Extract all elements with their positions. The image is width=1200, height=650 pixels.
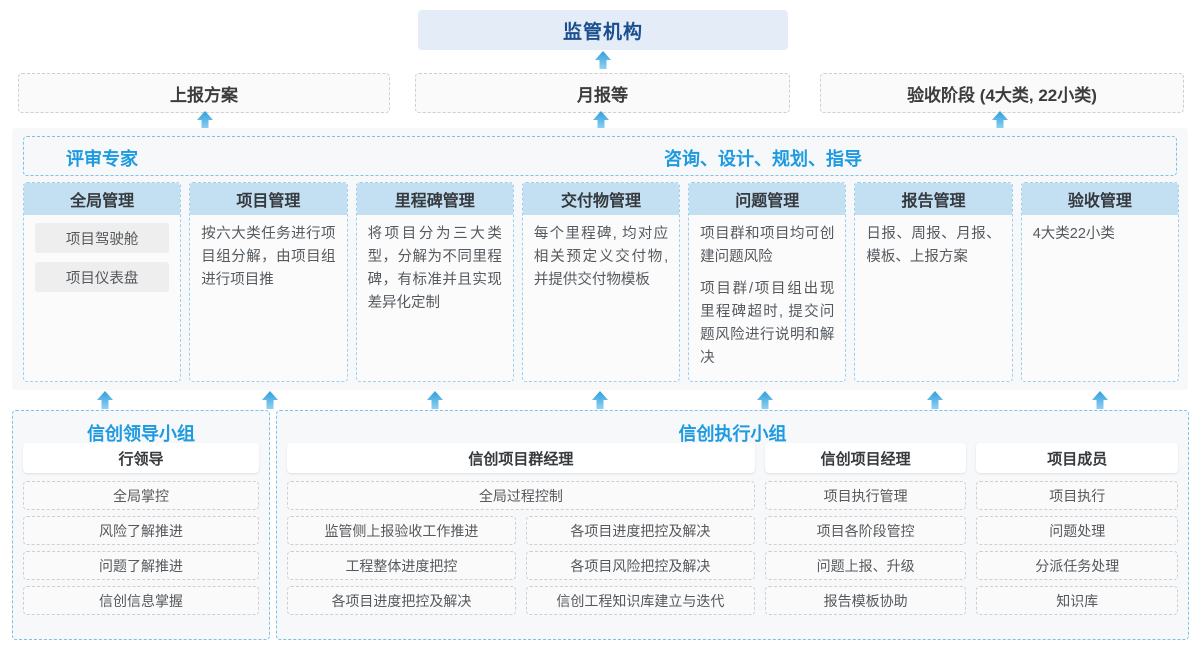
column-items: 项目执行管理 项目各阶段管控 问题上报、升级 报告模板协助 — [764, 481, 967, 615]
program-manager-subcolumns: 监管侧上报验收工作推进 工程整体进度把控 各项目进度把控及解决 各项目进度把控及… — [287, 516, 755, 615]
card-title: 交付物管理 — [522, 183, 680, 215]
deliverable-label: 月报等 — [577, 85, 628, 105]
arrow-up-to-card-3 — [590, 390, 610, 410]
arrow-up-to-card-1 — [260, 390, 280, 410]
team-column-project-manager: 信创项目经理 项目执行管理 项目各阶段管控 问题上报、升级 报告模板协助 — [764, 443, 967, 615]
role-label-review-expert: 评审专家 — [66, 149, 138, 169]
card-title: 项目管理 — [190, 183, 347, 215]
arrow-up-to-card-2 — [425, 390, 445, 410]
module-card-deliverable[interactable]: 交付物管理 每个里程碑, 均对应相关预定义交付物, 并提供交付物模板 — [521, 182, 681, 382]
team-columns: 行领导 全局掌控 风险了解推进 问题了解推进 信创信息掌握 — [13, 437, 269, 625]
platform-roles-bar: 评审专家 咨询、设计、规划、指导 — [23, 136, 1177, 176]
team-leadership-group: 信创领导小组 行领导 全局掌控 风险了解推进 问题了解推进 信创信息掌握 — [12, 410, 270, 640]
list-item[interactable]: 报告模板协助 — [764, 586, 967, 615]
team-title: 信创执行小组 — [678, 424, 787, 444]
card-paragraph: 项目群和项目均可创建问题风险 — [700, 226, 835, 265]
teams-row: 信创领导小组 行领导 全局掌控 风险了解推进 问题了解推进 信创信息掌握 信创执… — [12, 410, 1189, 640]
arrow-up-to-deliverable-1 — [591, 110, 611, 130]
card-pill[interactable]: 项目驾驶舱 — [35, 223, 170, 253]
card-title: 问题管理 — [689, 183, 846, 215]
module-card-project[interactable]: 项目管理 按六大类任务进行项目组分解，由项目组进行项目推 — [189, 182, 348, 382]
column-head: 信创项目经理 — [764, 443, 967, 473]
team-title: 信创领导小组 — [87, 424, 195, 444]
card-paragraph: 将项目分为三大类型，分解为不同里程碑，有标准并且实现差异化定制 — [367, 226, 502, 311]
team-column-project-member: 项目成员 项目执行 问题处理 分派任务处理 知识库 — [976, 443, 1179, 615]
column-head: 项目成员 — [976, 443, 1179, 473]
list-item[interactable]: 知识库 — [976, 586, 1179, 615]
card-title: 报告管理 — [855, 183, 1012, 215]
team-column-program-manager: 信创项目群经理 全局过程控制 监管侧上报验收工作推进 工程整体进度把控 各项目进… — [287, 443, 755, 615]
module-card-report[interactable]: 报告管理 日报、周报、月报、模板、上报方案 — [854, 182, 1013, 382]
column-items: 项目执行 问题处理 分派任务处理 知识库 — [976, 481, 1179, 615]
card-body: 按六大类任务进行项目组分解，由项目组进行项目推 — [190, 215, 346, 381]
card-paragraph: 4大类22小类 — [1032, 226, 1115, 242]
module-card-issue[interactable]: 问题管理 项目群和项目均可创建问题风险 项目群/项目组出现里程碑超时, 提交问题… — [688, 182, 847, 382]
card-paragraph: 项目群/项目组出现里程碑超时, 提交问题风险进行说明和解决 — [700, 280, 835, 366]
list-item[interactable]: 全局过程控制 — [287, 481, 755, 510]
deliverable-box-0: 上报方案 — [18, 73, 390, 113]
arrow-up-to-deliverable-0 — [195, 110, 215, 130]
list-item[interactable]: 风险了解推进 — [23, 516, 259, 545]
card-body: 每个里程碑, 均对应相关预定义交付物, 并提供交付物模板 — [523, 215, 679, 381]
list-item[interactable]: 信创工程知识库建立与迭代 — [525, 586, 755, 615]
program-manager-right-items: 各项目进度把控及解决 各项目风险把控及解决 信创工程知识库建立与迭代 — [525, 516, 755, 615]
list-item[interactable]: 项目执行管理 — [764, 481, 967, 510]
list-item[interactable]: 各项目进度把控及解决 — [525, 516, 755, 545]
list-item[interactable]: 全局掌控 — [23, 481, 259, 510]
arrow-up-to-card-0 — [95, 390, 115, 410]
deliverable-box-2: 验收阶段 (4大类, 22小类) — [820, 73, 1184, 113]
regulator-box: 监管机构 — [418, 10, 788, 50]
list-item[interactable]: 监管侧上报验收工作推进 — [287, 516, 516, 545]
list-item[interactable]: 项目执行 — [976, 481, 1179, 510]
list-item[interactable]: 问题了解推进 — [23, 551, 259, 580]
arrow-up-to-regulator — [593, 50, 613, 70]
deliverable-label: 验收阶段 (4大类, 22小类) — [907, 85, 1097, 105]
module-card-list: 全局管理 项目驾驶舱 项目仪表盘 项目管理 按六大类任务进行项目组分解，由项目组… — [23, 182, 1179, 382]
card-body: 4大类22小类 — [1022, 215, 1178, 381]
card-title: 里程碑管理 — [356, 183, 513, 215]
column-head: 行领导 — [23, 443, 259, 473]
list-item[interactable]: 问题处理 — [976, 516, 1179, 545]
arrow-up-to-card-4 — [755, 390, 775, 410]
list-item[interactable]: 问题上报、升级 — [764, 551, 967, 580]
arrow-up-to-card-6 — [1090, 390, 1110, 410]
list-item[interactable]: 分派任务处理 — [976, 551, 1179, 580]
program-manager-left-items: 监管侧上报验收工作推进 工程整体进度把控 各项目进度把控及解决 — [287, 516, 516, 615]
list-item[interactable]: 信创信息掌握 — [23, 586, 259, 615]
card-paragraph: 按六大类任务进行项目组分解，由项目组进行项目推 — [201, 226, 336, 288]
list-item[interactable]: 工程整体进度把控 — [287, 551, 516, 580]
column-items: 全局掌控 风险了解推进 问题了解推进 信创信息掌握 — [23, 481, 259, 615]
card-title: 全局管理 — [24, 183, 181, 215]
card-body: 项目群和项目均可创建问题风险 项目群/项目组出现里程碑超时, 提交问题风险进行说… — [689, 215, 845, 381]
card-title: 验收管理 — [1021, 183, 1178, 215]
regulator-label: 监管机构 — [562, 21, 643, 43]
team-execution-group: 信创执行小组 信创项目群经理 全局过程控制 监管侧上报验收工作推进 工程整体进度… — [276, 410, 1189, 640]
card-body: 将项目分为三大类型，分解为不同里程碑，有标准并且实现差异化定制 — [357, 215, 513, 381]
team-columns: 信创项目群经理 全局过程控制 监管侧上报验收工作推进 工程整体进度把控 各项目进… — [277, 437, 1188, 625]
arrow-up-to-deliverable-2 — [990, 110, 1010, 130]
card-body: 日报、周报、月报、模板、上报方案 — [855, 215, 1011, 381]
role-label-consulting: 咨询、设计、规划、指导 — [664, 149, 862, 169]
platform-panel: 评审专家 咨询、设计、规划、指导 全局管理 项目驾驶舱 项目仪表盘 项目管理 按… — [12, 128, 1188, 390]
card-paragraph: 日报、周报、月报、模板、上报方案 — [866, 226, 1001, 265]
deliverable-label: 上报方案 — [170, 85, 238, 105]
arrow-up-to-card-5 — [925, 390, 945, 410]
column-head: 信创项目群经理 — [287, 443, 755, 473]
card-paragraph: 每个里程碑, 均对应相关预定义交付物, 并提供交付物模板 — [533, 226, 669, 288]
module-card-acceptance[interactable]: 验收管理 4大类22小类 — [1020, 182, 1179, 382]
list-item[interactable]: 项目各阶段管控 — [764, 516, 967, 545]
team-column-bank-leader: 行领导 全局掌控 风险了解推进 问题了解推进 信创信息掌握 — [23, 443, 259, 615]
list-item[interactable]: 各项目进度把控及解决 — [287, 586, 516, 615]
card-pill[interactable]: 项目仪表盘 — [35, 262, 170, 292]
module-card-global[interactable]: 全局管理 项目驾驶舱 项目仪表盘 — [23, 182, 182, 382]
deliverable-box-1: 月报等 — [415, 73, 790, 113]
card-body: 项目驾驶舱 项目仪表盘 — [24, 215, 180, 381]
module-card-milestone[interactable]: 里程碑管理 将项目分为三大类型，分解为不同里程碑，有标准并且实现差异化定制 — [355, 182, 514, 382]
list-item[interactable]: 各项目风险把控及解决 — [525, 551, 755, 580]
